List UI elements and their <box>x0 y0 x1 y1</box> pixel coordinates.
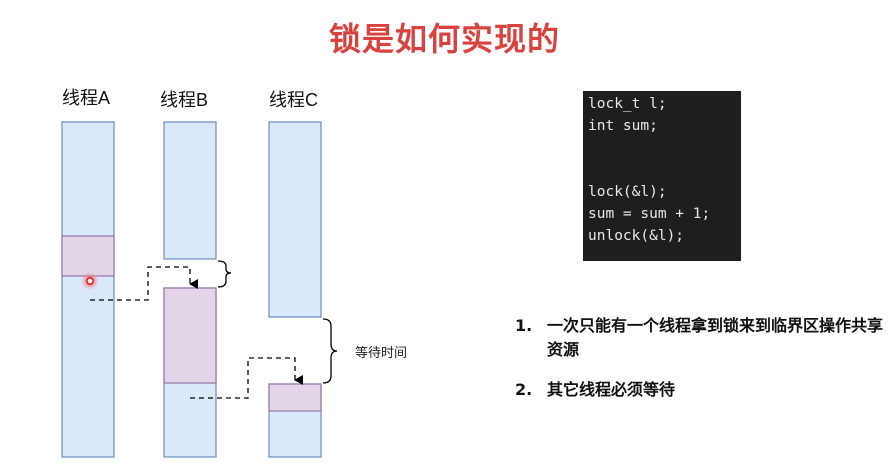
code-line: unlock(&l); <box>588 228 685 244</box>
page-title: 锁是如何实现的 <box>328 20 560 58</box>
list-item-text: 其它线程必须等待 <box>547 380 676 399</box>
thread-a-critical-section <box>61 235 115 277</box>
cursor-indicator <box>81 272 99 290</box>
thread-b-bar <box>163 121 217 458</box>
key-points-list: 1. 一次只能有一个线程拿到锁来到临界区操作共享资源 2. 其它线程必须等待 <box>515 314 885 418</box>
thread-a-bar <box>61 121 115 458</box>
wait-brace-c <box>322 318 338 384</box>
handoff-arrow-a-to-b <box>90 266 198 301</box>
code-line: lock(&l); <box>588 184 667 200</box>
thread-b-label: 线程B <box>160 90 208 110</box>
list-item: 1. 一次只能有一个线程拿到锁来到临界区操作共享资源 <box>515 314 885 362</box>
wait-time-label: 等待时间 <box>355 345 407 361</box>
code-snippet: lock_t l; int sum; lock(&l); sum = sum +… <box>583 91 741 261</box>
code-line <box>588 137 741 159</box>
handoff-arrow-b-to-c <box>190 357 303 399</box>
list-item-number: 1. <box>515 316 533 335</box>
code-line: lock_t l; <box>588 96 667 112</box>
code-line <box>588 159 741 181</box>
wait-brace-b <box>217 260 232 288</box>
list-item-number: 2. <box>515 380 533 399</box>
list-item: 2. 其它线程必须等待 <box>515 378 885 402</box>
code-line: int sum; <box>588 118 658 134</box>
thread-b-critical-section <box>163 287 217 384</box>
thread-c-bar <box>268 121 322 458</box>
thread-c-critical-section <box>268 383 322 412</box>
thread-c-label: 线程C <box>269 90 318 110</box>
code-line: sum = sum + 1; <box>588 206 711 222</box>
list-item-text: 一次只能有一个线程拿到锁来到临界区操作共享资源 <box>547 316 884 359</box>
thread-a-label: 线程A <box>62 88 110 108</box>
